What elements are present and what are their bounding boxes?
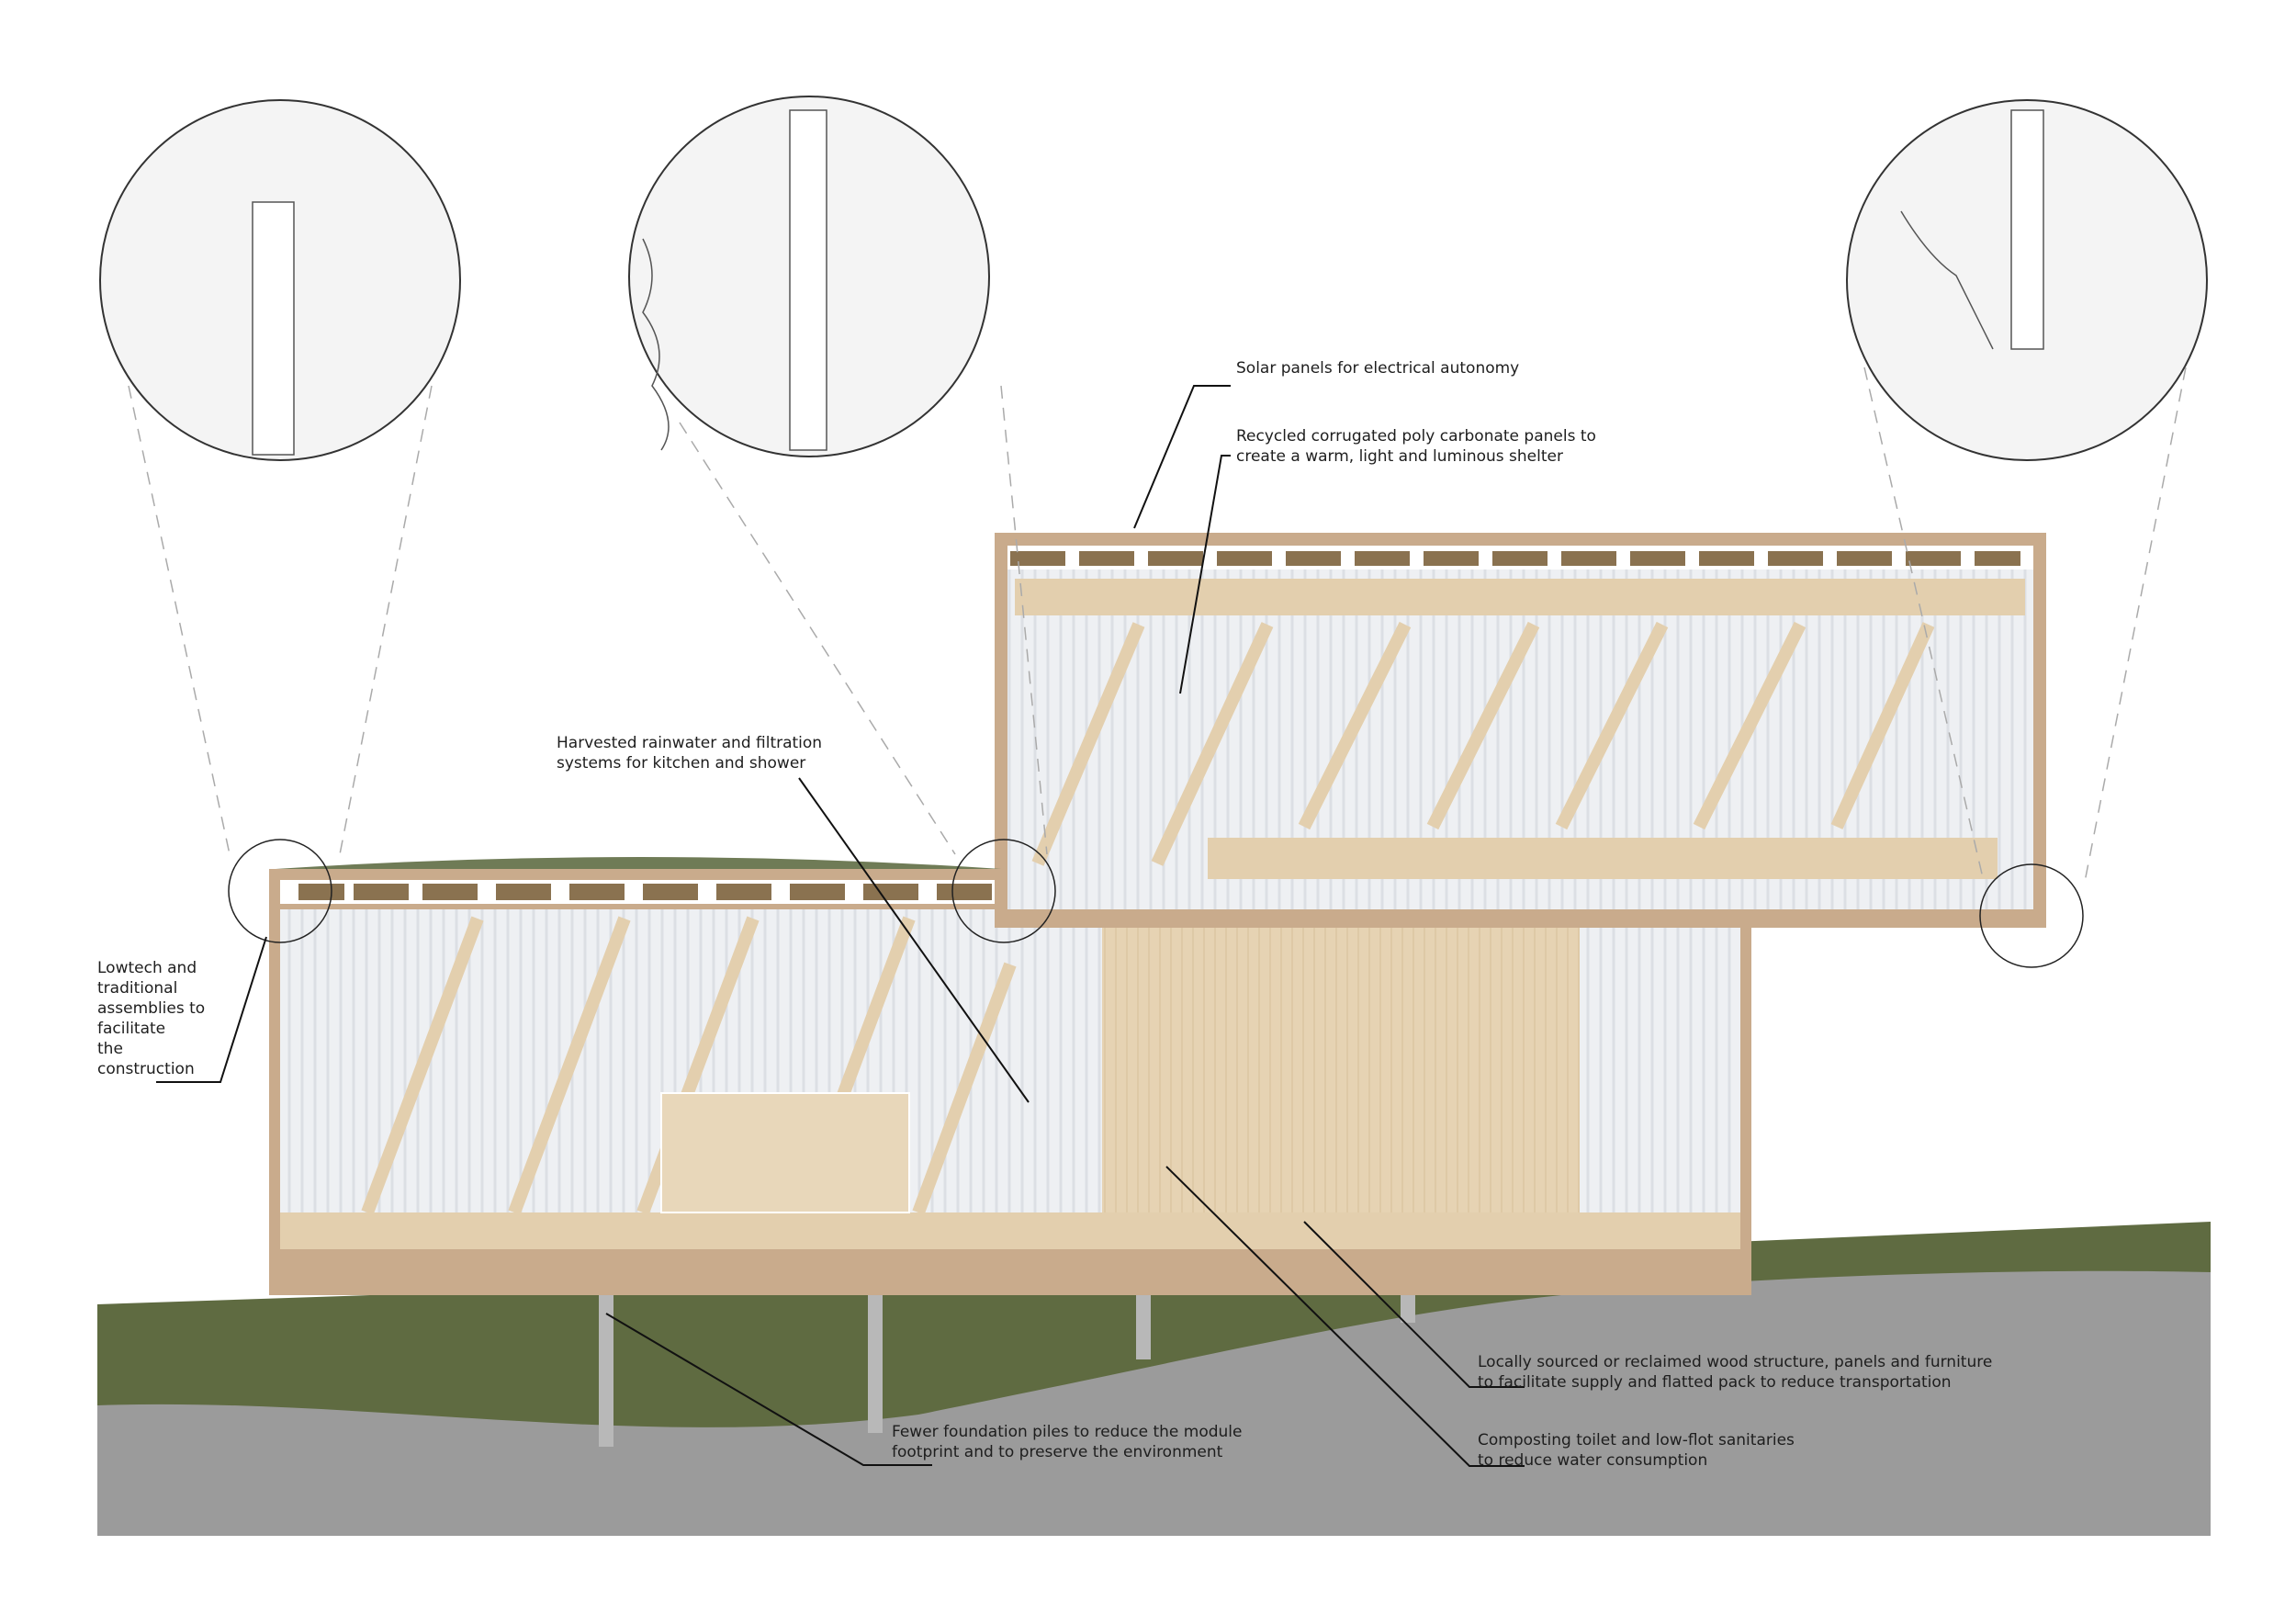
annotation-polycarbonate: Recycled corrugated poly carbonate panel… xyxy=(1236,427,1596,466)
callout-circles xyxy=(228,839,2084,968)
annotation-solar: Solar panels for electrical autonomy xyxy=(1236,359,1520,378)
annotation-piles: Fewer foundation piles to reduce the mod… xyxy=(892,1423,1243,1461)
lower-module xyxy=(269,869,1751,1295)
leader-dashes xyxy=(128,367,2187,883)
upper-module xyxy=(995,533,2046,928)
detail-circles xyxy=(99,96,2208,461)
annotation-lowtech: Lowtech and traditional assemblies to fa… xyxy=(97,959,206,1078)
ground xyxy=(97,1222,2211,1536)
annotation-toilet: Composting toilet and low-flot sanitarie… xyxy=(1478,1431,1795,1470)
green-roof xyxy=(276,857,1001,869)
annotation-rainwater: Harvested rainwater and filtration syste… xyxy=(557,734,823,773)
annotation-wood: Locally sourced or reclaimed wood struct… xyxy=(1478,1353,1993,1392)
annotation-leaders xyxy=(156,385,1525,1467)
